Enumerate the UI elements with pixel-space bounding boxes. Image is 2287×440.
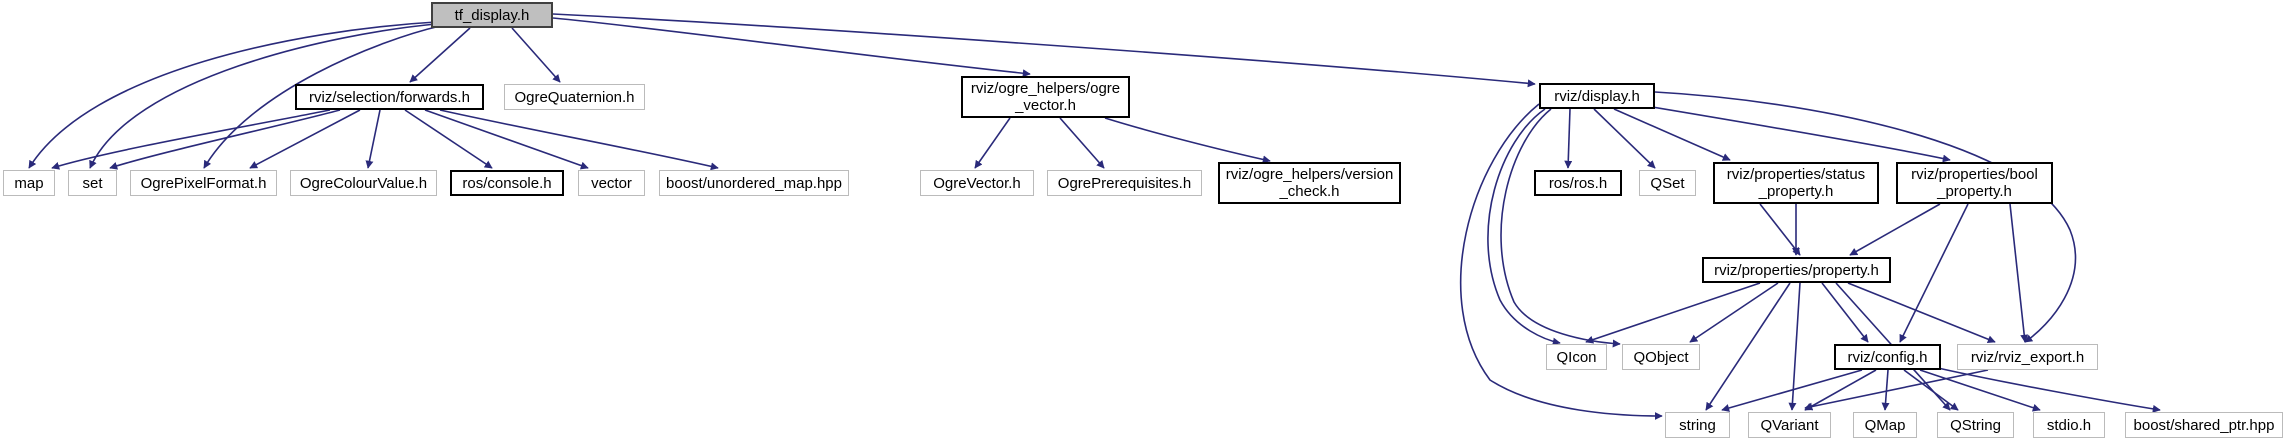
graph-node-vector[interactable]: vector	[578, 170, 645, 196]
graph-edge	[109, 109, 341, 170]
graph-node-ogrecolourvalue[interactable]: OgreColourValue.h	[290, 170, 437, 196]
graph-edge	[249, 109, 361, 169]
graph-node-config[interactable]: rviz/config.h	[1834, 344, 1941, 370]
graph-edge	[1705, 282, 1791, 411]
graph-node-qmap[interactable]: QMap	[1853, 412, 1917, 438]
graph-edge	[1564, 108, 1573, 169]
graph-node-tf_display[interactable]: tf_display.h	[431, 2, 553, 28]
graph-edge	[1849, 203, 1941, 256]
graph-edge	[89, 23, 437, 169]
graph-edge	[1654, 91, 2077, 343]
graph-edge	[552, 17, 1031, 78]
graph-node-forwards[interactable]: rviz/selection/forwards.h	[295, 84, 484, 110]
graph-edge	[439, 109, 719, 171]
graph-edge	[404, 109, 493, 169]
graph-node-ros_ros[interactable]: ros/ros.h	[1534, 170, 1622, 196]
graph-edge	[1585, 282, 1761, 344]
graph-node-string[interactable]: string	[1665, 412, 1730, 438]
graph-edge	[1903, 369, 1959, 411]
graph-node-qicon[interactable]: QIcon	[1546, 344, 1607, 370]
graph-edge	[1804, 369, 1877, 411]
graph-edge	[1593, 108, 1656, 169]
graph-node-ogre_vector[interactable]: rviz/ogre_helpers/ogre _vector.h	[961, 76, 1130, 118]
graph-node-ogrepixelformat[interactable]: OgrePixelFormat.h	[130, 170, 277, 196]
graph-node-version_check[interactable]: rviz/ogre_helpers/version _check.h	[1218, 162, 1401, 204]
graph-node-qvariant[interactable]: QVariant	[1748, 412, 1831, 438]
graph-edge	[2009, 203, 2029, 343]
graph-edge	[1804, 369, 1989, 411]
graph-edge	[51, 109, 331, 170]
graph-node-ogrequaternion[interactable]: OgreQuaternion.h	[504, 84, 645, 110]
graph-edge	[1721, 369, 1863, 412]
graph-node-qset[interactable]: QSet	[1639, 170, 1696, 196]
graph-node-boost_unordered[interactable]: boost/unordered_map.hpp	[659, 170, 849, 196]
graph-node-ogrevector[interactable]: OgreVector.h	[920, 170, 1034, 196]
graph-edge	[28, 21, 437, 169]
graph-edge	[409, 27, 471, 83]
graph-edge	[1759, 203, 1801, 256]
graph-node-rviz_export[interactable]: rviz/rviz_export.h	[1957, 344, 2098, 370]
graph-edge	[1613, 108, 1731, 161]
graph-node-property[interactable]: rviz/properties/property.h	[1702, 257, 1891, 283]
graph-node-stdio[interactable]: stdio.h	[2033, 412, 2105, 438]
graph-edge	[1487, 108, 1561, 346]
graph-edge	[1639, 104, 1951, 163]
graph-edge	[1937, 367, 2161, 413]
graph-edge	[1847, 282, 1996, 344]
graph-node-set[interactable]: set	[68, 170, 117, 196]
graph-edge	[424, 109, 589, 170]
graph-edge	[1899, 203, 1969, 343]
graph-edge	[1881, 369, 1890, 411]
graph-edge	[1500, 108, 1621, 348]
graph-node-bool_property[interactable]: rviz/properties/bool _property.h	[1896, 162, 2053, 204]
graph-edge	[203, 25, 441, 169]
graph-node-map[interactable]: map	[3, 170, 55, 196]
graph-node-display[interactable]: rviz/display.h	[1539, 83, 1655, 109]
graph-edge	[1821, 282, 1869, 343]
graph-edge	[1788, 282, 1801, 411]
graph-edge	[1460, 103, 1663, 420]
graph-node-rosconsole[interactable]: ros/console.h	[450, 170, 564, 196]
graph-edge	[511, 27, 561, 83]
graph-edge	[1919, 369, 2041, 412]
graph-edge	[552, 13, 1536, 88]
graph-edge	[1104, 117, 1271, 164]
graph-edge	[974, 117, 1011, 169]
graph-node-qstring[interactable]: QString	[1937, 412, 2014, 438]
graph-node-ogreprerequisites[interactable]: OgrePrerequisites.h	[1047, 170, 1202, 196]
graph-node-qobject[interactable]: QObject	[1622, 344, 1700, 370]
graph-node-boost_shared_ptr[interactable]: boost/shared_ptr.hpp	[2125, 412, 2283, 438]
graph-node-status_property[interactable]: rviz/properties/status _property.h	[1713, 162, 1879, 204]
graph-edge	[1689, 282, 1779, 343]
graph-edge	[365, 109, 381, 169]
graph-edge	[1059, 117, 1105, 169]
